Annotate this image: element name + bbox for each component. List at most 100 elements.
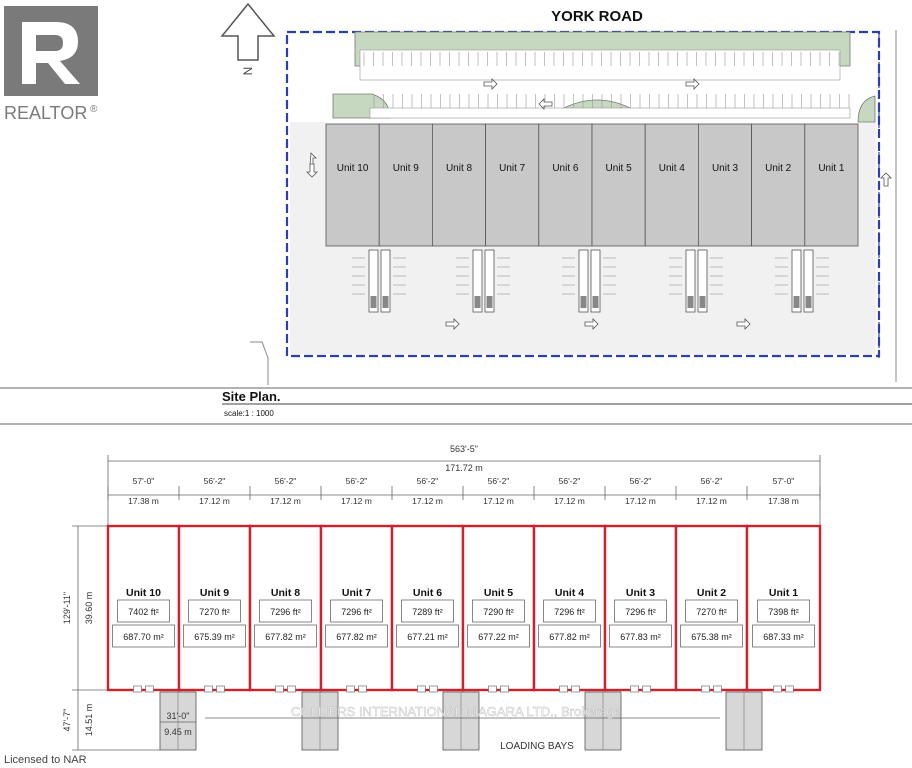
site-unit-block <box>591 123 646 247</box>
site-plan-scale: scale:1 : 1000 <box>224 409 274 418</box>
door-marker <box>287 685 296 693</box>
area-box-metric <box>325 624 388 648</box>
unit-area-imperial: 7270 ft² <box>696 607 727 617</box>
unit-width-imperial: 57'-0" <box>133 476 155 486</box>
bay-width-imperial: 31'-0" <box>167 711 190 721</box>
door-marker <box>630 685 639 693</box>
area-box-metric <box>752 624 815 648</box>
unit-width-imperial: 56'-2" <box>630 476 652 486</box>
north-arrow-icon <box>220 2 276 61</box>
truck-bay <box>578 249 589 313</box>
unit-width-imperial: 56'-2" <box>701 476 723 486</box>
realtor-logo: REALTOR ® <box>0 0 104 126</box>
door-marker <box>571 685 580 693</box>
unit-area-metric: 677.82 m² <box>549 632 590 642</box>
door-marker <box>773 685 782 693</box>
door-marker <box>145 685 154 693</box>
site-plan-title: Site Plan. <box>222 389 281 404</box>
door-marker <box>417 685 426 693</box>
site-unit-block <box>431 123 486 247</box>
door-marker <box>713 685 722 693</box>
truck-bay <box>484 249 495 313</box>
unit-width-imperial: 57'-0" <box>773 476 795 486</box>
truck-cab <box>699 296 706 308</box>
realtor-logo-mark: ® <box>90 104 98 115</box>
area-box-imperial <box>117 599 170 623</box>
unit-width-imperial: 56'-2" <box>346 476 368 486</box>
unit-area-metric: 677.82 m² <box>265 632 306 642</box>
road-label: YORK ROAD <box>551 8 643 25</box>
truck-bay <box>791 249 802 313</box>
door-marker <box>275 685 284 693</box>
depth-metric: 39.60 m <box>84 592 94 625</box>
brokerage-watermark: COLLIERS INTERNATIONAL NIAGARA LTD., Bro… <box>291 704 621 719</box>
unit-area-imperial: 7296 ft² <box>625 607 656 617</box>
area-box-imperial <box>685 599 738 623</box>
plan-unit-name: Unit 5 <box>484 587 513 599</box>
license-text: Licensed to NAR <box>4 754 87 766</box>
area-box-imperial <box>401 599 454 623</box>
site-unit-label: Unit 8 <box>446 163 473 174</box>
truck-bay <box>803 249 814 313</box>
door-marker <box>500 685 509 693</box>
truck-cab <box>486 296 493 308</box>
area-box-imperial <box>543 599 596 623</box>
door-marker <box>785 685 794 693</box>
door-marker <box>358 685 367 693</box>
unit-area-imperial: 7296 ft² <box>554 607 585 617</box>
north-label: N <box>241 67 255 76</box>
overall-imperial: 563'-5" <box>450 444 478 454</box>
site-unit-block <box>325 123 380 247</box>
unit-width-metric: 17.12 m <box>625 496 656 506</box>
truck-bay <box>472 249 483 313</box>
unit-width-metric: 17.12 m <box>270 496 301 506</box>
site-unit-label: Unit 9 <box>393 163 420 174</box>
unit-area-metric: 687.70 m² <box>123 632 164 642</box>
depth-imperial: 129'-11" <box>62 592 72 624</box>
area-box-metric <box>112 624 175 648</box>
unit-width-imperial: 56'-2" <box>488 476 510 486</box>
unit-width-metric: 17.38 m <box>768 496 799 506</box>
door-marker <box>216 685 225 693</box>
door-marker <box>701 685 710 693</box>
area-box-metric <box>467 624 530 648</box>
area-box-metric <box>396 624 459 648</box>
area-box-imperial <box>472 599 525 623</box>
unit-width-metric: 17.12 m <box>341 496 372 506</box>
truck-cab <box>580 296 587 308</box>
unit-width-imperial: 56'-2" <box>275 476 297 486</box>
bay-depth-metric: 14.51 m <box>84 704 94 737</box>
realtor-logo-text: REALTOR <box>4 103 87 123</box>
unit-width-imperial: 56'-2" <box>417 476 439 486</box>
unit-area-metric: 677.82 m² <box>336 632 377 642</box>
site-unit-label: Unit 3 <box>712 163 739 174</box>
site-unit-block <box>644 123 699 247</box>
site-unit-label: Unit 2 <box>765 163 792 174</box>
plan-unit-name: Unit 2 <box>697 587 726 599</box>
plan-unit-name: Unit 3 <box>626 587 655 599</box>
plan-unit-name: Unit 7 <box>342 587 371 599</box>
area-box-imperial <box>757 599 810 623</box>
area-box-metric <box>254 624 317 648</box>
unit-width-metric: 17.12 m <box>696 496 727 506</box>
unit-width-metric: 17.12 m <box>199 496 230 506</box>
area-box-imperial <box>259 599 312 623</box>
unit-area-metric: 677.22 m² <box>478 632 519 642</box>
unit-area-metric: 677.83 m² <box>620 632 661 642</box>
truck-bay <box>380 249 391 313</box>
area-box-imperial <box>188 599 241 623</box>
unit-area-imperial: 7270 ft² <box>199 607 230 617</box>
site-unit-block <box>485 123 540 247</box>
unit-area-metric: 677.21 m² <box>407 632 448 642</box>
truck-bay <box>685 249 696 313</box>
door-marker <box>133 685 142 693</box>
door-marker <box>346 685 355 693</box>
unit-area-metric: 675.39 m² <box>194 632 235 642</box>
site-unit-label: Unit 5 <box>606 163 633 174</box>
plan-unit-name: Unit 10 <box>126 587 161 599</box>
unit-area-imperial: 7296 ft² <box>270 607 301 617</box>
door-marker <box>204 685 213 693</box>
unit-width-metric: 17.12 m <box>412 496 443 506</box>
unit-area-metric: 675.38 m² <box>691 632 732 642</box>
